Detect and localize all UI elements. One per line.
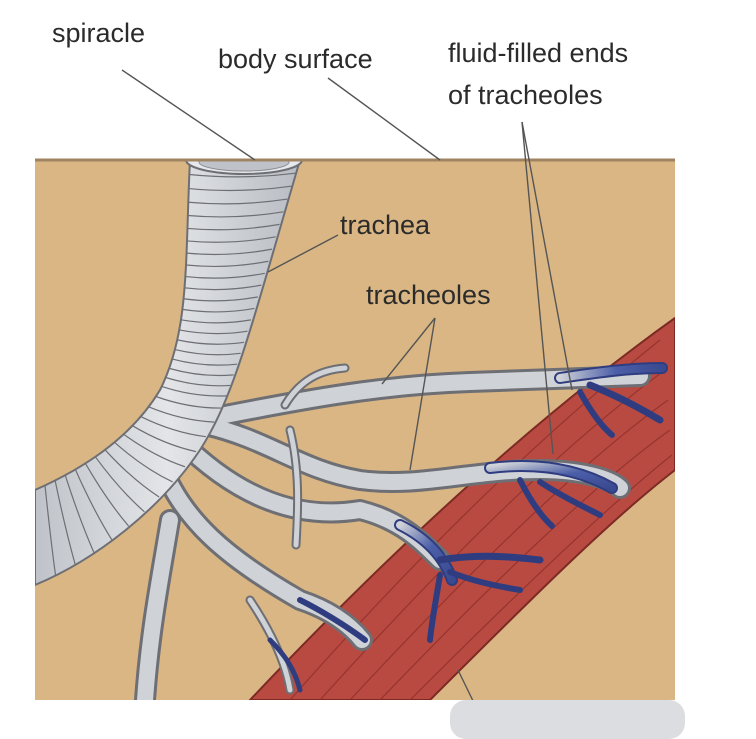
label-fluid-filled-ends-line1: fluid-filled ends	[448, 38, 628, 68]
fluid-end-cluster-top	[554, 362, 668, 438]
trachea-ring	[188, 185, 292, 192]
trachea-ring	[187, 211, 284, 218]
trachea-ring	[184, 284, 262, 291]
trachea-ring	[123, 433, 186, 468]
label-fluid-filled-ends-line2: of tracheoles	[448, 80, 603, 110]
trachea-ring	[174, 348, 241, 356]
trachea-ring	[54, 480, 76, 565]
trachea-ring	[44, 485, 57, 576]
label-spiracle: spiracle	[52, 18, 145, 48]
trachea-ring	[189, 172, 296, 178]
trachea-ring	[183, 296, 258, 302]
label-body-surface: body surface	[218, 44, 373, 74]
fluid-filled-ends	[267, 362, 668, 693]
leader-trachea	[267, 234, 339, 273]
trachea-ring	[187, 223, 280, 231]
tracheole-spur	[287, 427, 301, 548]
tracheole-branch	[137, 512, 178, 700]
trachea-ring	[179, 329, 248, 335]
trachea-ring	[161, 385, 227, 397]
trachea-ring	[177, 339, 245, 345]
leader-body-surface	[327, 77, 441, 161]
trachea-ring	[185, 260, 269, 268]
fluid-end-cluster-lower	[394, 519, 544, 643]
trachea-ring	[182, 307, 255, 313]
trachea-ring	[186, 236, 276, 243]
redacted-label	[450, 700, 685, 739]
trachea-ring	[188, 198, 288, 205]
leader-fluid-1	[521, 121, 573, 391]
trachea-ring	[114, 441, 173, 483]
trachea-ring	[186, 248, 273, 256]
spiracle-inner	[198, 160, 290, 172]
trachea-ring	[84, 463, 130, 527]
trachea-ring	[172, 358, 238, 366]
leader-tracheoles-1	[381, 317, 436, 385]
trachea-rings	[44, 172, 296, 576]
fluid-end-cluster-middle	[484, 460, 618, 529]
trachea-ring	[169, 367, 234, 377]
leader-muscle	[457, 669, 476, 706]
leader-lines	[121, 69, 573, 706]
label-trachea: trachea	[340, 210, 431, 240]
tracheole-spur	[282, 365, 348, 408]
trachea-ring	[140, 416, 206, 438]
trachea-tube	[35, 160, 302, 587]
trachea-ring	[148, 406, 215, 423]
leader-spiracle	[121, 69, 256, 161]
trachea-ring	[74, 469, 113, 541]
leader-fluid-2	[521, 121, 554, 455]
trachea-ring	[64, 475, 95, 553]
trachea-ring	[94, 456, 145, 513]
muscle-band	[248, 316, 675, 700]
trachea-ring	[185, 272, 265, 279]
fluid-end-cluster-bottom	[267, 597, 368, 693]
leader-tracheoles-2	[409, 317, 436, 471]
trachea-ring	[132, 425, 197, 453]
label-tracheoles: tracheoles	[366, 280, 491, 310]
trachea-ring	[155, 395, 222, 409]
trachea-ring	[104, 449, 160, 498]
trachea-ring	[165, 376, 231, 387]
trachea-ring	[180, 319, 252, 324]
body-tissue	[35, 160, 675, 700]
